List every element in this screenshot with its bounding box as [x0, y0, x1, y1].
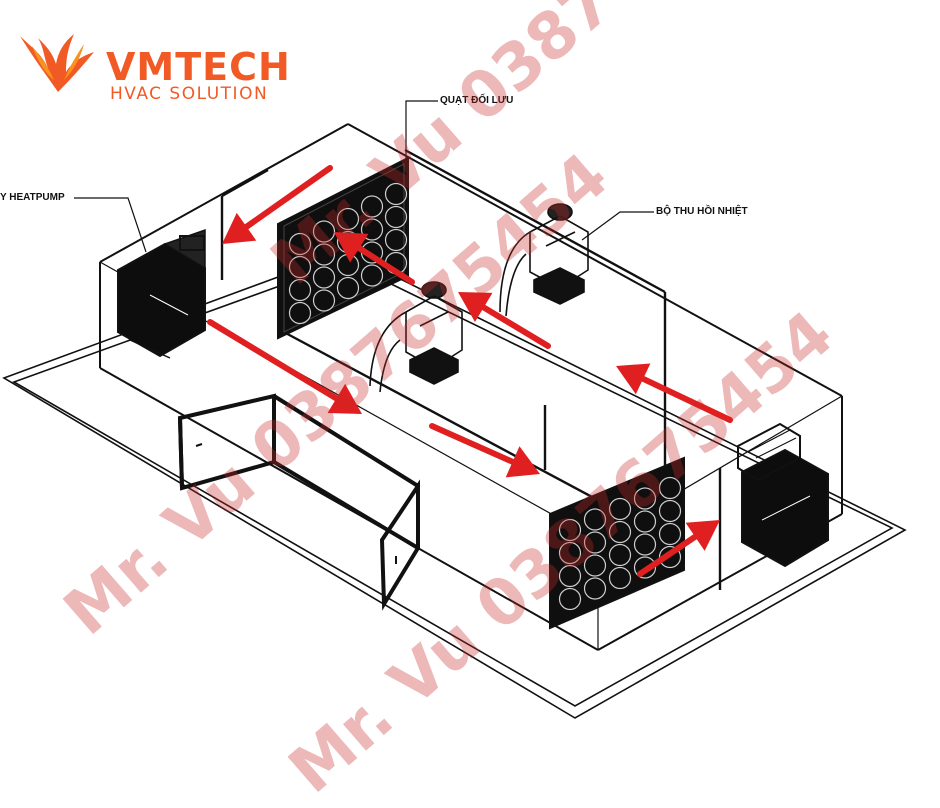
- heatpump-unit-left: [117, 228, 206, 359]
- label-heatpump: Y HEATPUMP: [0, 192, 65, 203]
- back-fan-4: [360, 195, 384, 218]
- back-fan-1: [288, 232, 312, 256]
- back-fan-9: [360, 218, 384, 241]
- company-logo: VMTECH HVAC SOLUTION: [14, 18, 314, 108]
- front-fan-17: [583, 577, 607, 600]
- airflow-arrow-1: [222, 165, 333, 244]
- label-convection-fan: QUẠT ĐỐI LƯU: [440, 95, 514, 106]
- phoenix-logo-icon: [20, 34, 94, 92]
- front-fan-15: [658, 522, 682, 546]
- back-fan-16: [288, 301, 312, 325]
- logo-tagline: HVAC SOLUTION: [110, 84, 269, 104]
- room-enclosure: [99, 123, 843, 651]
- front-fan-7: [583, 531, 607, 554]
- front-fan-12: [583, 554, 607, 577]
- heat-recovery-unit-1: [499, 203, 589, 317]
- back-fan-12: [312, 266, 336, 289]
- front-fan-9: [633, 510, 657, 533]
- back-fan-11: [288, 278, 312, 302]
- front-fan-13: [608, 543, 632, 567]
- back-fan-6: [288, 255, 312, 279]
- front-fan-16: [558, 587, 582, 611]
- front-fan-14: [633, 533, 657, 556]
- front-fan-1: [558, 518, 582, 542]
- fan-circles-front: [558, 476, 682, 611]
- front-fan-6: [558, 541, 582, 565]
- front-fan-4: [633, 487, 657, 510]
- back-fan-19: [360, 264, 384, 287]
- diagram-canvas: VMTECH HVAC SOLUTION Y HEATPUMP QUẠT ĐỐI…: [0, 0, 907, 808]
- front-fan-19: [633, 556, 657, 579]
- airflow-arrow-6: [429, 423, 540, 478]
- airflow-arrow-2: [334, 232, 415, 285]
- heat-recovery-unit-2: [369, 281, 463, 393]
- label-heat-recovery: BỘ THU HỒI NHIỆT: [656, 206, 748, 217]
- front-fan-5: [658, 476, 682, 500]
- back-fan-5: [384, 182, 408, 206]
- back-fan-2: [312, 220, 336, 243]
- leader-lines: [74, 100, 654, 253]
- airflow-arrow-4: [616, 363, 733, 423]
- heatpump-unit-right: [737, 422, 829, 568]
- back-fan-7: [312, 243, 336, 266]
- front-fan-3: [608, 497, 632, 521]
- back-fan-10: [384, 205, 408, 229]
- front-fan-8: [608, 520, 632, 544]
- back-fan-15: [384, 228, 408, 252]
- front-fan-10: [658, 499, 682, 523]
- front-fan-2: [583, 508, 607, 531]
- logo-brand-text: VMTECH: [106, 45, 291, 89]
- back-fan-17: [312, 289, 336, 312]
- airflow-arrow-3: [458, 292, 551, 349]
- front-fan-20: [658, 545, 682, 569]
- front-fan-11: [558, 564, 582, 588]
- hvac-drying-room-drawing: [2, 100, 907, 719]
- airflow-arrow-7: [637, 520, 720, 577]
- back-fan-3: [336, 207, 360, 231]
- back-fan-18: [336, 276, 360, 300]
- loading-door-frame: [177, 393, 420, 611]
- fan-wall-front: [549, 456, 685, 630]
- airflow-arrow-5: [207, 319, 362, 414]
- airflow-arrows: [207, 165, 733, 577]
- front-fan-18: [608, 566, 632, 590]
